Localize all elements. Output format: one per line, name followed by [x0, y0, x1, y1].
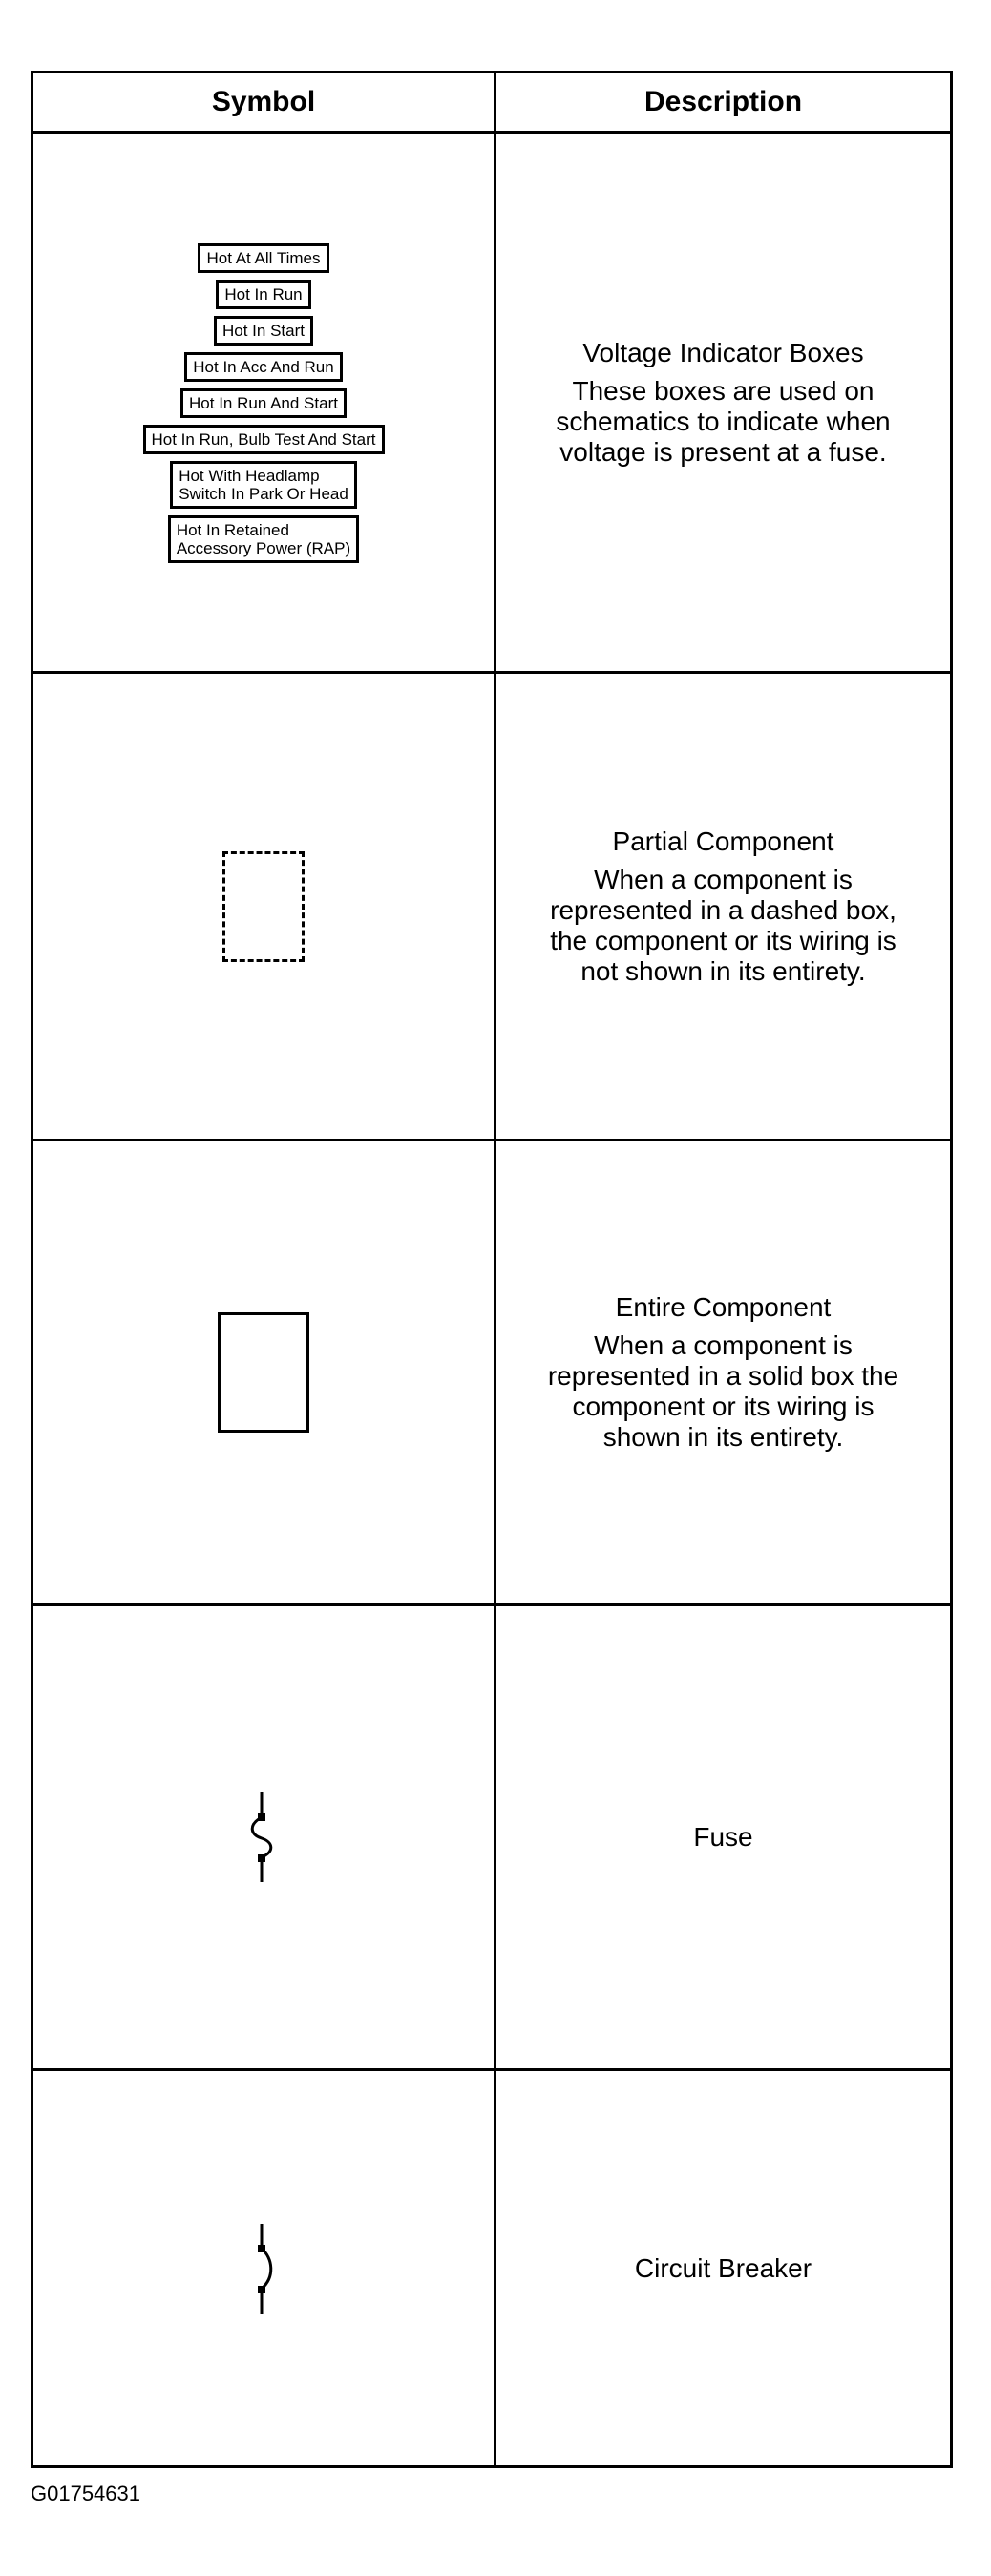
voltage-box-label: Hot In Run: [224, 285, 303, 304]
solid-box-icon: [218, 1312, 309, 1433]
symbol-cell-circuit-breaker: [33, 2071, 494, 2465]
voltage-box-label: Hot In Run And Start: [189, 394, 338, 412]
voltage-box: Hot In Run And Start: [180, 388, 347, 418]
voltage-box: Hot In Run, Bulb Test And Start: [142, 425, 385, 454]
voltage-box-label: Hot In Acc And Run: [193, 358, 334, 376]
voltage-box: Hot In Retained Accessory Power (RAP): [167, 515, 360, 563]
description-body: When a component is represented in a sol…: [547, 1330, 899, 1452]
voltage-box: Hot In Start: [214, 316, 313, 346]
description-title: Voltage Indicator Boxes: [582, 337, 864, 367]
voltage-box-label: Hot With Headlamp: [179, 467, 320, 485]
figure-id: G01754631: [31, 2482, 140, 2505]
voltage-box: Hot In Acc And Run: [184, 352, 343, 382]
column-divider: [494, 73, 496, 2465]
voltage-box-label: Hot In Run, Bulb Test And Start: [151, 430, 376, 449]
description-title: Fuse: [693, 1822, 753, 1852]
voltage-box: Hot In Run: [216, 280, 311, 309]
symbol-cell-partial-component: [33, 674, 494, 1139]
voltage-box: Hot At All Times: [198, 243, 329, 273]
header-divider: [33, 131, 950, 134]
row-divider: [33, 671, 950, 674]
description-body: When a component is represented in a das…: [550, 864, 896, 986]
description-cell-partial-component: Partial Component When a component is re…: [496, 674, 950, 1139]
voltage-box: Hot With Headlamp Switch In Park Or Head: [170, 461, 357, 509]
description-title: Partial Component: [612, 826, 834, 856]
header-description: Description: [643, 86, 803, 117]
description-body: These boxes are used on schematics to in…: [556, 375, 891, 467]
dashed-box-icon: [222, 850, 305, 962]
voltage-box-label: Switch In Park Or Head: [179, 485, 348, 503]
symbol-cell-fuse: [33, 1606, 494, 2068]
row-divider: [33, 1139, 950, 1141]
voltage-box-label: Hot At All Times: [206, 249, 321, 267]
voltage-box-label: Hot In Start: [222, 322, 305, 340]
description-cell-voltage-boxes: Voltage Indicator Boxes These boxes are …: [496, 134, 950, 671]
row-divider: [33, 1603, 950, 1606]
fuse-icon: [250, 1792, 273, 1882]
description-cell-fuse: Fuse: [496, 1606, 950, 2068]
description-title: Entire Component: [615, 1292, 832, 1322]
header-symbol: Symbol: [211, 86, 316, 117]
description-cell-circuit-breaker: Circuit Breaker: [496, 2071, 950, 2465]
voltage-box-label: Hot In Retained: [176, 521, 289, 539]
description-cell-entire-component: Entire Component When a component is rep…: [496, 1141, 950, 1603]
symbol-table: Symbol Description Hot At All Times Hot …: [31, 71, 953, 2468]
row-divider: [33, 2068, 950, 2071]
symbol-cell-entire-component: [33, 1141, 494, 1603]
circuit-breaker-icon: [258, 2223, 273, 2314]
symbol-cell-voltage-boxes: Hot At All Times Hot In Run Hot In Start…: [33, 134, 494, 671]
voltage-box-list: Hot At All Times Hot In Run Hot In Start…: [142, 241, 385, 563]
voltage-box-label: Accessory Power (RAP): [176, 539, 351, 557]
description-title: Circuit Breaker: [634, 2252, 812, 2283]
